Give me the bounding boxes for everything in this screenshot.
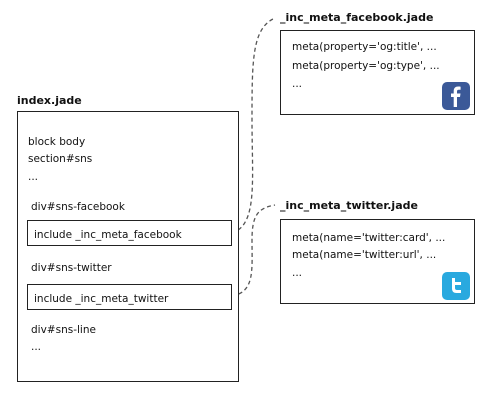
index-line: block body xyxy=(28,136,86,148)
index-file-box xyxy=(17,111,239,382)
twitter-include-text: include _inc_meta_twitter xyxy=(34,293,169,305)
facebook-icon xyxy=(442,82,470,110)
facebook-line: meta(property='og:title', ... xyxy=(292,41,437,53)
facebook-include-box: include _inc_meta_facebook xyxy=(27,220,232,246)
index-file-title: index.jade xyxy=(17,94,82,107)
facebook-line: meta(property='og:type', ... xyxy=(292,60,440,72)
twitter-icon xyxy=(442,272,470,300)
facebook-file-title: _inc_meta_facebook.jade xyxy=(280,11,434,24)
twitter-include-box: include _inc_meta_twitter xyxy=(27,284,232,310)
div-sns-facebook: div#sns-facebook xyxy=(31,201,125,213)
index-end-ellipsis: ... xyxy=(31,341,42,353)
div-sns-line: div#sns-line xyxy=(31,324,96,336)
twitter-line: ... xyxy=(292,267,303,279)
twitter-line: meta(name='twitter:url', ... xyxy=(292,249,437,261)
index-line: ... xyxy=(28,171,39,183)
twitter-line: meta(name='twitter:card', ... xyxy=(292,232,446,244)
facebook-include-text: include _inc_meta_facebook xyxy=(34,229,182,241)
index-line: section#sns xyxy=(28,153,93,165)
twitter-file-title: _inc_meta_twitter.jade xyxy=(280,199,418,212)
twitter-include-connector xyxy=(232,204,276,296)
facebook-include-connector xyxy=(232,17,276,233)
facebook-line: ... xyxy=(292,78,303,90)
div-sns-twitter: div#sns-twitter xyxy=(31,262,112,274)
